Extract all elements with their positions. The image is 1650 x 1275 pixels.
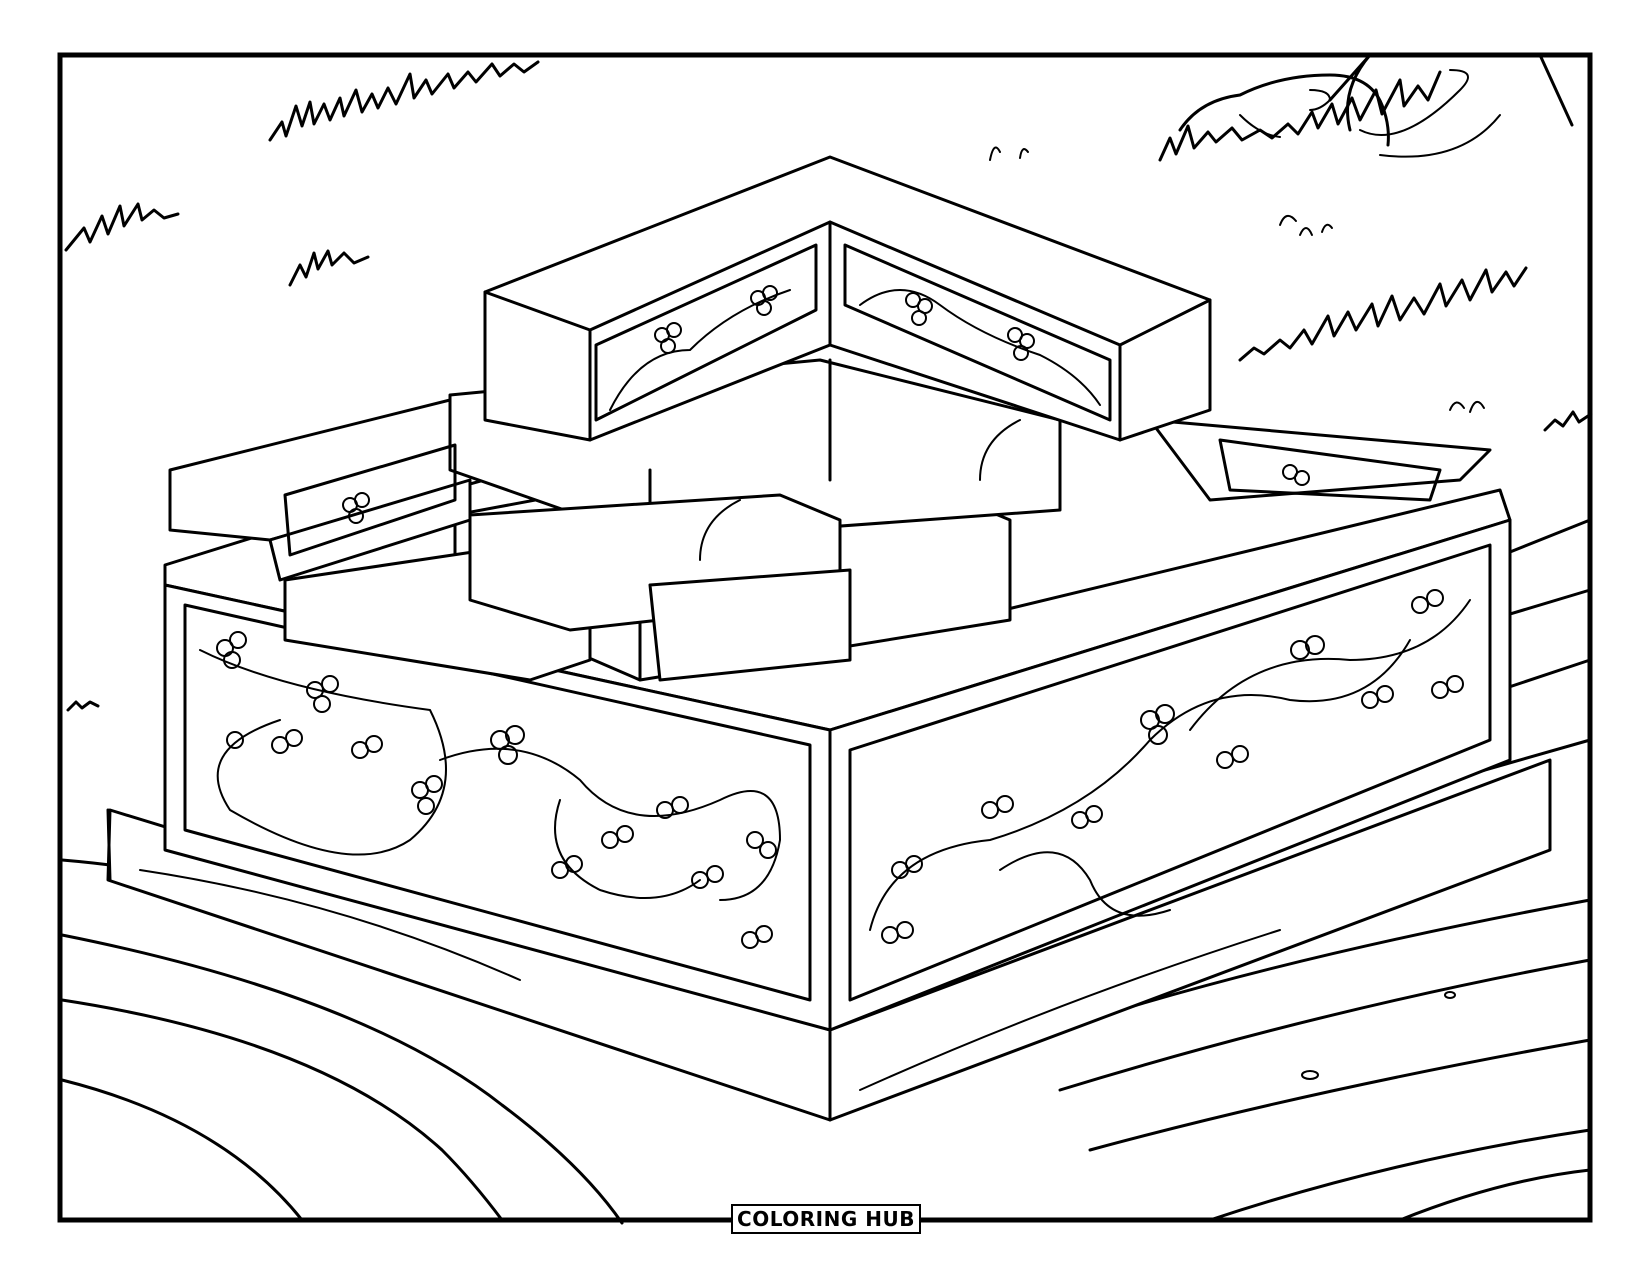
top-panel-flowers — [654, 285, 1035, 361]
flower-clusters — [216, 589, 1464, 949]
stacked-inner-blocks — [168, 155, 1492, 682]
watermark-badge: COLORING HUB — [731, 1204, 921, 1234]
watermark-text: COLORING HUB — [737, 1207, 915, 1231]
background-grass — [64, 53, 1593, 712]
